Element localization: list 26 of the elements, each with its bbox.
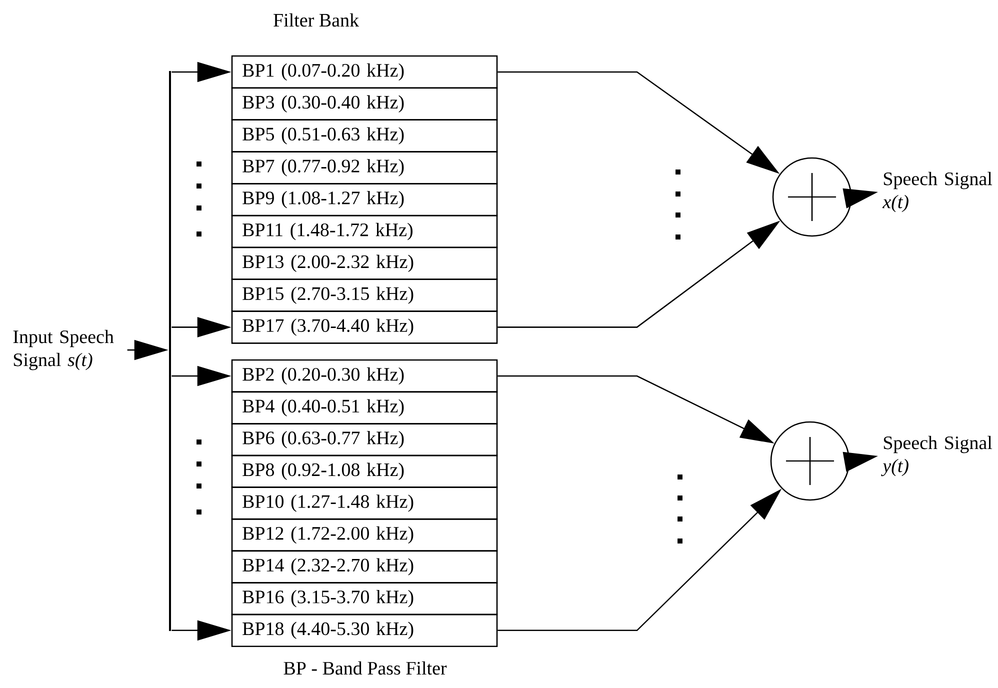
summing-junction — [772, 157, 852, 237]
diagram-title: Filter Bank — [274, 13, 360, 27]
filter-box: BP1 (0.07-0.20 kHz) — [231, 55, 498, 89]
caption: BP - Band Pass Filter — [284, 661, 447, 675]
filter-box: BP12 (1.72-2.00 kHz) — [231, 518, 498, 552]
filter-box: BP13 (2.00-2.32 kHz) — [231, 246, 498, 280]
filter-box: BP10 (1.27-1.48 kHz) — [231, 486, 498, 520]
filter-box: BP6 (0.63-0.77 kHz) — [231, 422, 498, 456]
filter-box: BP5 (0.51-0.63 kHz) — [231, 119, 498, 152]
bus-line — [169, 71, 171, 631]
summing-junction — [770, 421, 850, 501]
filter-box: BP11 (1.48-1.72 kHz) — [231, 214, 498, 248]
filter-box: BP15 (2.70-3.15 kHz) — [231, 278, 498, 312]
filter-box: BP9 (1.08-1.27 kHz) — [231, 182, 498, 216]
filter-box: BP7 (0.77-0.92 kHz) — [231, 151, 498, 184]
filter-box: BP18 (4.40-5.30 kHz) — [231, 614, 498, 648]
filter-box: BP2 (0.20-0.30 kHz) — [231, 359, 498, 393]
filter-box: BP17 (3.70-4.40 kHz) — [231, 310, 498, 344]
filter-box: BP16 (3.15-3.70 kHz) — [231, 582, 498, 616]
filter-box: BP8 (0.92-1.08 kHz) — [231, 454, 498, 488]
filter-box: BP4 (0.40-0.51 kHz) — [231, 391, 498, 424]
filter-box: BP14 (2.32-2.70 kHz) — [231, 550, 498, 584]
signal-label: Speech Signal x(t) — [882, 172, 992, 212]
filter-box: BP3 (0.30-0.40 kHz) — [231, 87, 498, 121]
signal-label: Input Speech Signal s(t) — [13, 330, 114, 370]
signal-label: Speech Signal y(t) — [881, 436, 992, 476]
